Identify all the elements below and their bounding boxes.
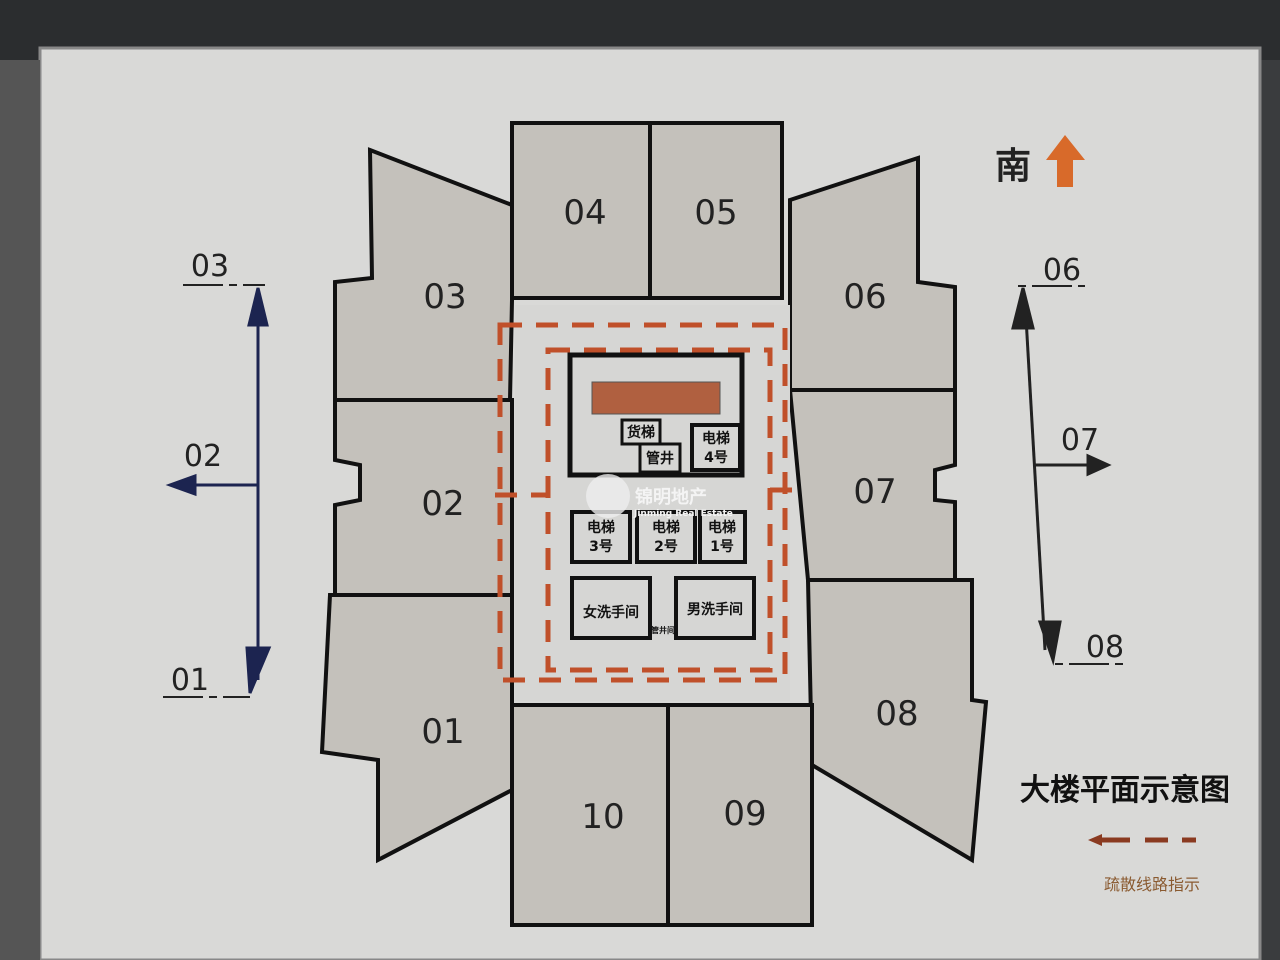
room-label-01: 01 xyxy=(421,712,464,752)
elevator-2-label: 电梯 xyxy=(652,519,680,536)
arrow-left-icon xyxy=(165,473,197,497)
arrow-down-icon xyxy=(245,646,272,694)
side-label-08: 08 xyxy=(1086,630,1124,665)
mens-restroom-label: 男洗手间 xyxy=(687,601,743,618)
shaft-label: 管井 xyxy=(646,450,674,467)
room-label-10: 10 xyxy=(581,797,624,837)
elevator-1-box xyxy=(698,510,747,564)
elevator-2-box xyxy=(635,510,697,564)
side-label-03: 03 xyxy=(191,249,229,284)
arrow-up-icon xyxy=(247,287,269,327)
room-10 xyxy=(510,703,670,927)
left-direction-arrows xyxy=(165,287,272,694)
logo-swirl-icon xyxy=(586,474,630,518)
legend-route-label: 疏散线路指示 xyxy=(1104,875,1200,894)
room-01 xyxy=(319,593,514,864)
shaft-box xyxy=(638,442,682,474)
room-label-07: 07 xyxy=(853,472,896,512)
arrow-down-icon xyxy=(1037,620,1062,666)
room-02 xyxy=(333,398,514,597)
jinming-logo: 锦明地产 Jinming Real Estate xyxy=(586,474,733,519)
side-label-06: 06 xyxy=(1043,253,1081,288)
logo-name-cn: 锦明地产 xyxy=(635,486,707,508)
south-arrow-icon xyxy=(1046,135,1085,187)
evacuation-route-inner xyxy=(545,347,773,673)
side-label-02: 02 xyxy=(184,439,222,474)
elevator-1-number: 1号 xyxy=(710,539,734,555)
womens-restroom-label: 女洗手间 xyxy=(583,604,639,621)
right-direction-arrows xyxy=(1011,287,1112,666)
womens-restroom-box xyxy=(570,576,652,640)
elevator-4-number: 4号 xyxy=(704,450,728,466)
elevator-4-box xyxy=(690,423,742,472)
room-label-03: 03 xyxy=(423,277,466,317)
staircase-icon xyxy=(591,381,721,415)
room-label-09: 09 xyxy=(723,794,766,834)
elevator-1-label: 电梯 xyxy=(708,519,736,536)
room-09 xyxy=(666,703,814,927)
elevator-4-label: 电梯 xyxy=(702,430,730,447)
room-label-08: 08 xyxy=(875,694,918,734)
compass-south-label: 南 xyxy=(995,146,1031,187)
elevator-2-number: 2号 xyxy=(654,539,678,555)
frame-left xyxy=(0,60,40,960)
arrow-up-icon xyxy=(1011,287,1035,330)
evacuation-route-legend-icon xyxy=(1088,834,1196,846)
room-label-06: 06 xyxy=(843,277,886,317)
elevator-3-number: 3号 xyxy=(589,539,613,555)
room-label-05: 05 xyxy=(694,193,737,233)
freight-elevator-label: 货梯 xyxy=(626,424,655,441)
logo-name-en: Jinming Real Estate xyxy=(633,509,733,519)
elevator-3-label: 电梯 xyxy=(587,519,615,536)
arrow-right-icon xyxy=(1086,453,1112,477)
room-label-02: 02 xyxy=(421,484,464,524)
side-label-01: 01 xyxy=(171,663,209,698)
legend-title: 大楼平面示意图 xyxy=(1020,773,1230,808)
room-05 xyxy=(648,121,784,300)
room-label-04: 04 xyxy=(563,193,606,233)
side-label-07: 07 xyxy=(1061,423,1099,458)
shaft-small-label: 管井间 xyxy=(651,625,675,635)
mens-restroom-box xyxy=(674,576,756,640)
